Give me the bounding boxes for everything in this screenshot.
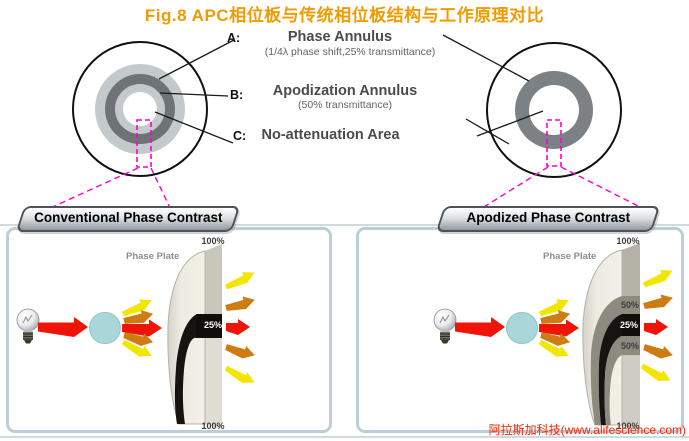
transmitted-ray-arrow [224, 340, 257, 362]
transmittance-mid: 25% [619, 320, 638, 330]
transmitted-ray-arrow [641, 265, 676, 291]
tab-apodized-phase-contrast: Apodized Phase Contrast [435, 206, 661, 232]
transmittance-top: 100% [201, 236, 225, 246]
light-bulb-icon [433, 308, 457, 344]
conventional-panel-graphics [16, 244, 258, 429]
transmitted-ray-arrow [639, 360, 674, 386]
zoom-callout-lines [45, 119, 649, 212]
transmitted-ray-arrow [642, 340, 675, 362]
legend-sub-b: (50% transmittance) [298, 99, 392, 111]
transmitted-ray-arrow [224, 293, 257, 315]
left-phase-plate-face-diagram [72, 41, 208, 177]
specimen-circle [89, 312, 121, 344]
light-beam-arrow [38, 317, 88, 337]
legend-key-c: C: [233, 129, 247, 143]
legend-label-b: Apodization Annulus [272, 83, 418, 99]
phase-plate-label: Phase Plate [126, 251, 180, 262]
transmittance-bottom: 100% [201, 421, 225, 431]
legend-key-b: B: [230, 88, 244, 102]
transmitted-ray-arrow [223, 267, 258, 293]
label-pointer-lines [154, 34, 544, 145]
transmittance-mid: 25% [203, 320, 222, 330]
legend-label-c: No-attenuation Area [261, 127, 400, 143]
transmittance-top: 100% [616, 236, 640, 246]
legend-key-a: A: [227, 31, 241, 45]
transmittance-bottom: 100% [616, 421, 640, 431]
watermark-text: 阿拉斯加科技(www.alifescience.com) [488, 423, 686, 437]
transmittance-upper: 50% [620, 300, 639, 310]
figure-title: Fig.8 APC相位板与传统相位板结构与工作原理对比 [144, 6, 545, 25]
transmitted-ray-arrow [223, 362, 258, 388]
legend-label-a: Phase Annulus [287, 29, 393, 45]
light-bulb-icon [16, 308, 40, 344]
apodized-panel-graphics [433, 243, 676, 430]
right-phase-plate-face-diagram [486, 42, 622, 178]
transmittance-lower: 50% [620, 341, 639, 351]
transmitted-ray-arrow [642, 291, 675, 313]
transmitted-ray-arrow [226, 319, 250, 335]
divider-bottom [0, 436, 689, 438]
conventional-phase-plate-3d [167, 244, 222, 429]
phase-plate-label: Phase Plate [543, 251, 597, 262]
tab-label: Conventional Phase Contrast [34, 210, 223, 225]
light-beam-arrow [455, 317, 505, 337]
tab-label: Apodized Phase Contrast [466, 210, 631, 225]
legend-sub-a: (1/4λ phase shift,25% transmittance) [264, 46, 436, 58]
divider-top [0, 224, 689, 226]
transmitted-ray-arrow [644, 319, 668, 335]
apodized-phase-plate-3d [582, 243, 640, 430]
specimen-circle [506, 312, 538, 344]
tab-conventional-phase-contrast: Conventional Phase Contrast [15, 206, 241, 232]
